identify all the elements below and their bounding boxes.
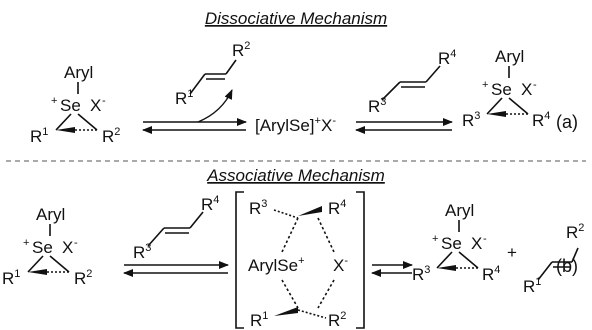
ts-r1: R1 [250,310,268,330]
substituent-r3: R3 [412,264,430,284]
alkene-bond-right [225,59,237,75]
ts-r3: R3 [249,198,267,218]
aryl-label: Aryl [36,205,65,224]
ts-upper-wedge [298,206,322,216]
se-charge: + [482,79,488,91]
ts-r2: R2 [328,310,346,330]
substituent-r3: R3 [462,110,480,130]
intermediate-selenenium: [ArylSe]+X- [255,115,336,135]
seleniranium-reactant-b: Aryl + Se X - R1 R2 [2,205,92,288]
alkene3-bond-left [147,227,165,247]
ts-counterion: X- [333,255,348,275]
se-charge: + [432,233,438,245]
counterion-x: X [521,80,532,99]
alkene-r4: R4 [201,194,219,214]
se-c1-bond [27,255,44,273]
substituent-r1: R1 [30,126,48,146]
counterion-charge: - [533,79,537,91]
alkene-r1-r2-a: R1 R2 [175,40,250,108]
seleniranium-product-a: Aryl + Se X - R3 R4 [462,47,550,130]
se-atom: Se [441,234,462,253]
title-associative: Associative Mechanism [206,166,385,185]
substituent-r2: R2 [74,268,92,288]
label-a: (a) [556,112,578,132]
label-b: (b) [556,256,578,276]
alkene-bond-left [189,73,206,95]
se-atom: Se [60,96,81,115]
substituent-r1: R1 [2,268,20,288]
se-atom: Se [491,80,512,99]
transition-state: R3 R4 ArylSe+ X- R1 R2 [235,191,365,330]
alkene-r3-r4-b: R3 R4 [133,194,219,262]
counterion-charge: - [102,95,106,107]
se-charge: + [51,95,57,107]
se-c1-bond [436,251,453,269]
alkene-r3-r4-a: R3 R4 [368,48,456,116]
substituent-r4: R4 [482,264,500,284]
alkene-r1: R1 [175,88,193,108]
se-c1-bond [55,113,72,131]
alkene-r3: R3 [368,96,386,116]
ts-arylse: ArylSe+ [248,255,305,275]
alkene2-bond-left [381,81,401,101]
se-c2-bond [458,251,479,269]
substituent-r4: R4 [532,110,550,130]
ts-se-c-dash [281,279,299,309]
seleniranium-reactant-a: Aryl + Se X - R1 R2 [30,63,120,146]
counterion-charge: - [483,233,487,245]
alkene-r2: R2 [566,222,584,242]
ts-se-c-dash [317,279,335,309]
seleniranium-product-b: Aryl + Se X - R3 R4 [412,201,500,284]
equilibrium-arrow-a1 [142,89,247,134]
alkene-r1-r2-b: R1 R2 [523,222,584,296]
se-c2-bond [77,113,98,131]
ts-se-c-dash [317,217,335,253]
alkene-r4: R4 [438,48,456,68]
se-atom: Se [32,238,53,257]
alkene4-bond-right [571,247,579,263]
se-charge: + [23,237,29,249]
alkene4-bond-left [537,261,553,281]
ts-upper-dash [273,209,299,219]
counterion-x: X [471,234,482,253]
aryl-label: Aryl [495,47,524,66]
equilibrium-arrow-b2 [371,261,413,277]
bracket-left [235,191,244,329]
alkene-r3: R3 [133,242,151,262]
wedge-bond [487,111,506,117]
wedge-bond [28,269,47,275]
title-dissociative: Dissociative Mechanism [205,9,387,28]
counterion-x: X [90,96,101,115]
aryl-label: Aryl [445,201,474,220]
alkene3-bond-right [189,211,204,229]
ts-se-c-dash [281,217,299,253]
bracket-right [356,191,365,329]
wedge-bond [56,127,75,133]
substituent-r2: R2 [102,126,120,146]
ts-lower-wedge [274,307,298,316]
ts-r4: R4 [328,198,346,218]
plus-sign: + [507,243,517,262]
equilibrium-arrow-b1 [123,261,229,277]
se-c2-bond [508,97,529,115]
aryl-label: Aryl [64,63,93,82]
equilibrium-arrow-a2 [355,118,453,134]
se-c2-bond [49,255,70,273]
wedge-bond [437,265,456,271]
alkene-r2: R2 [232,40,250,60]
ts-lower-dash [297,309,327,319]
counterion-charge: - [74,237,78,249]
alkene2-bond-right [425,65,441,83]
se-c1-bond [486,97,503,115]
alkene-r1: R1 [523,276,541,296]
leaving-curved-arrow [197,89,233,123]
counterion-x: X [62,238,73,257]
